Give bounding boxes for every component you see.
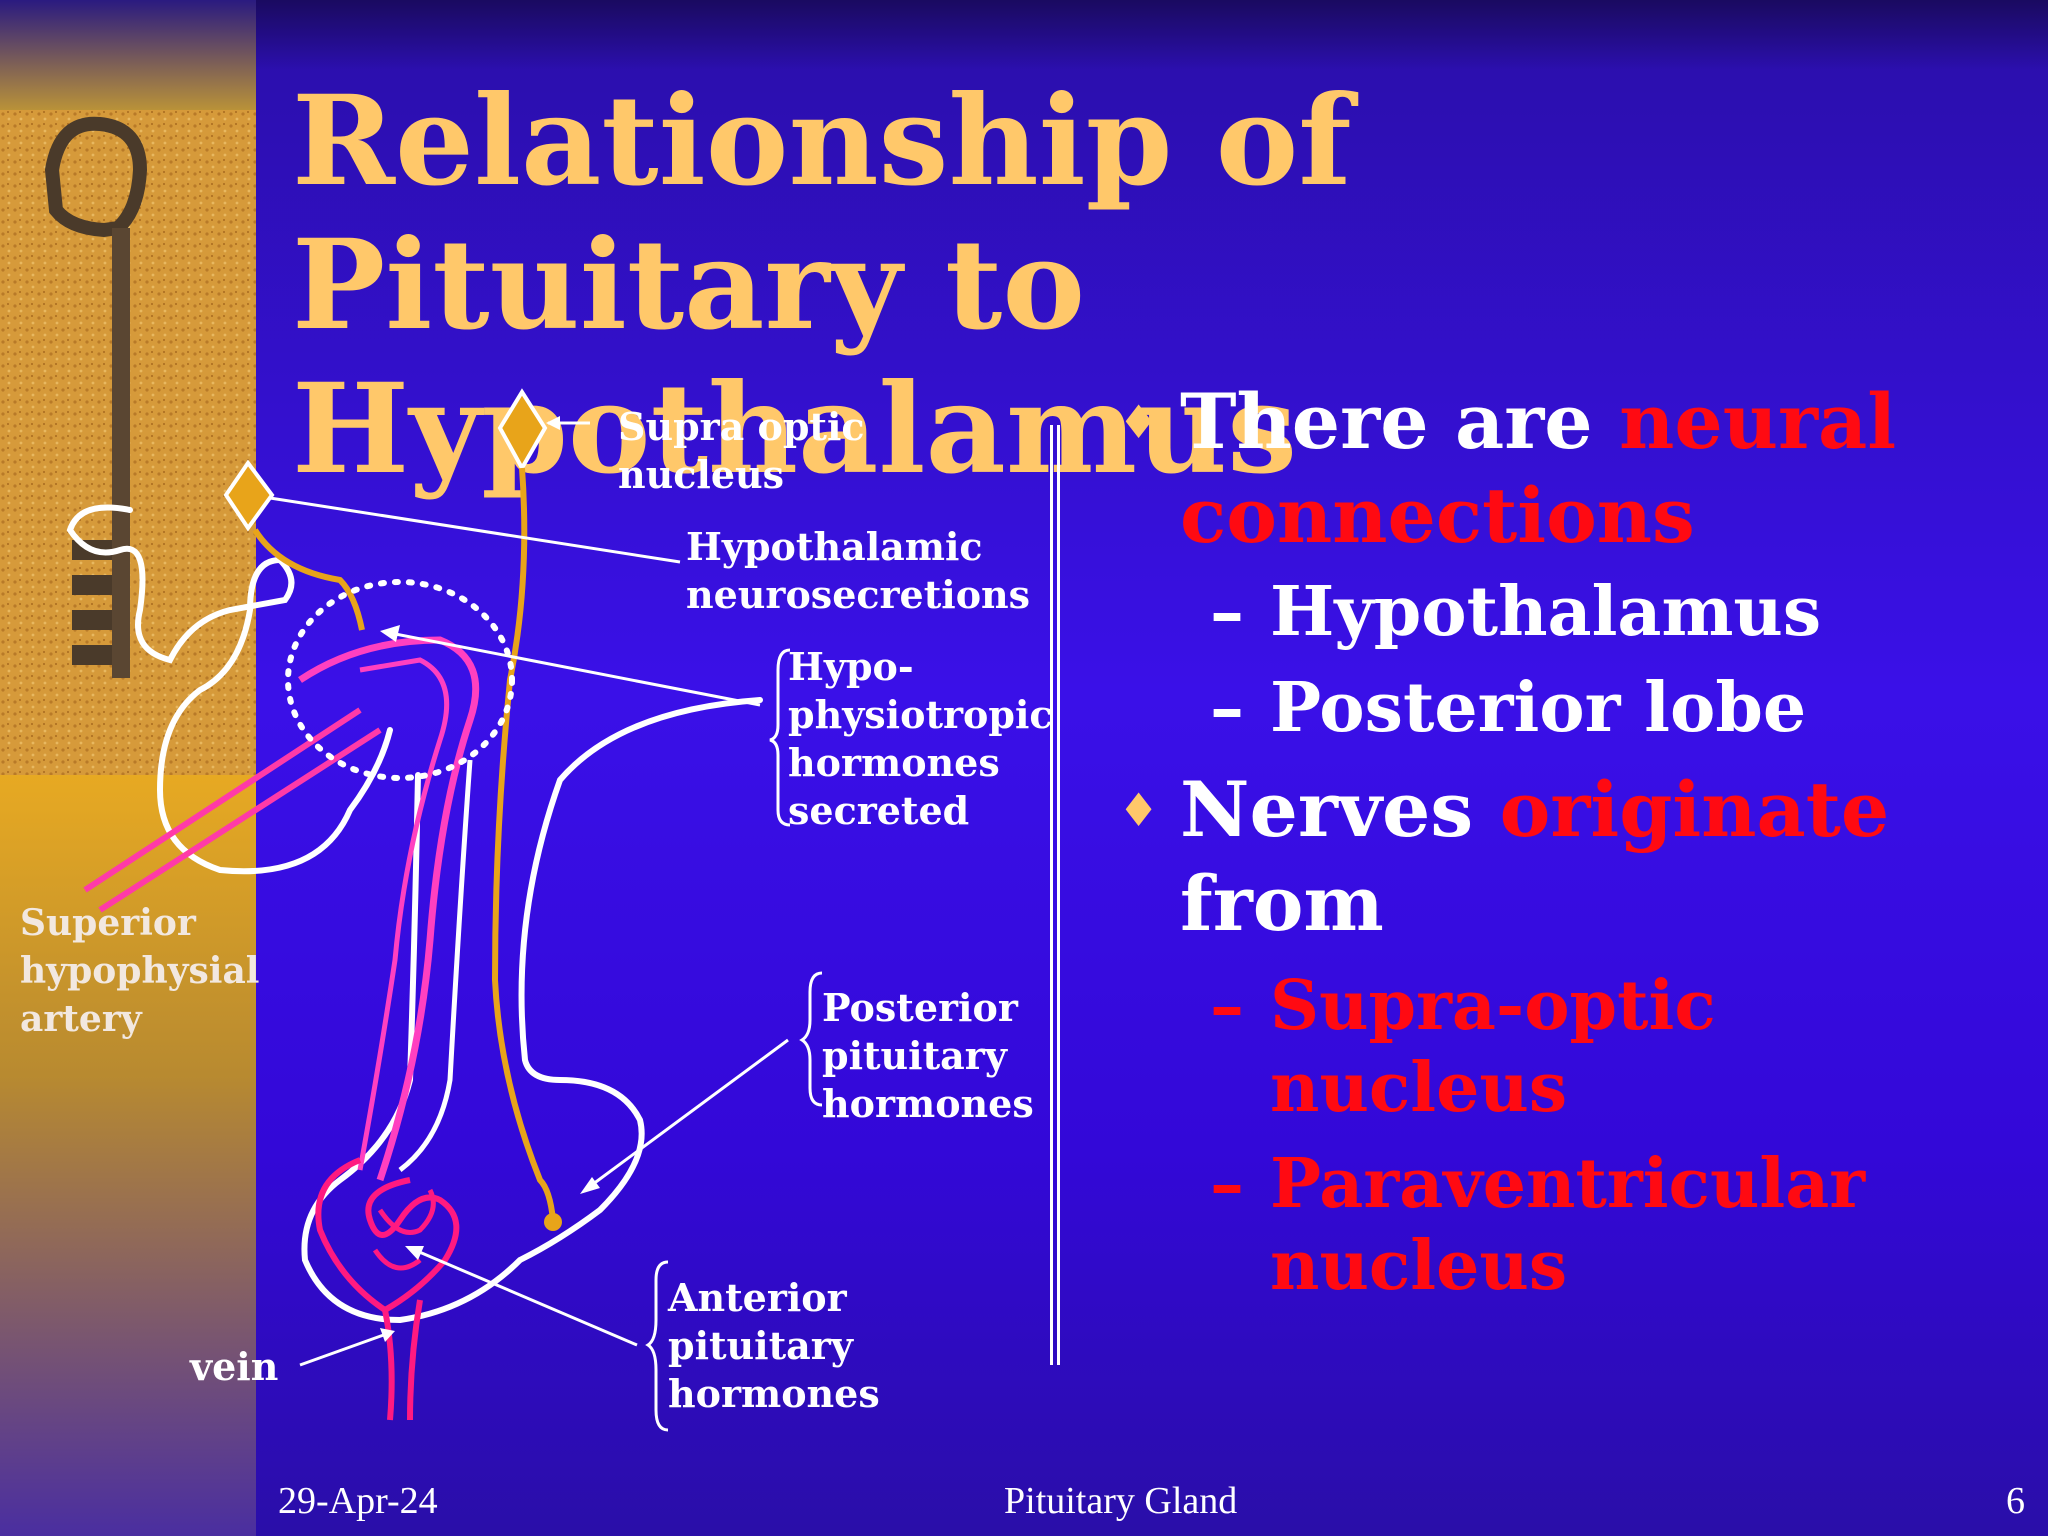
- pink-artery-2: [98, 727, 382, 913]
- pointer-hypothalamic: [269, 496, 681, 564]
- dash-marker: –: [1210, 966, 1244, 1046]
- pink-tract-1: [298, 636, 480, 1182]
- bullet-nerves-originate: ♦ Nerves originate from: [1110, 763, 2010, 951]
- diamond-bullet-icon: ♦: [1118, 783, 1160, 837]
- dotted-circle: [285, 579, 515, 781]
- label-hypophysiotropic-hormones: Hypo- physiotropic hormones secreted: [788, 644, 1053, 833]
- sub-bullet-text: Posterior lobe: [1270, 668, 1807, 748]
- brace-posterior: [799, 971, 823, 1107]
- paraventricular-diamond: [223, 459, 275, 532]
- bullet-text: Nerves: [1180, 765, 1500, 854]
- key-photo: [0, 110, 256, 775]
- slide-title: Relationship of Pituitary to Hypothalamu…: [292, 69, 1352, 502]
- anterior-lobe: [315, 1157, 460, 1314]
- label-supra-optic-nucleus: Supra optic nucleus: [618, 404, 865, 497]
- label-hypothalamic-neurosecretions: Hypothalamic neurosecretions: [686, 524, 1031, 617]
- bullet-text: There are: [1180, 377, 1620, 466]
- sub-bullet-text: Supra-optic nucleus: [1270, 966, 1716, 1128]
- sub-bullet-text: Paraventricular nucleus: [1270, 1144, 1866, 1306]
- label-posterior-pituitary-hormones: Posterior pituitary hormones: [822, 985, 1034, 1126]
- dash-marker: –: [1210, 1144, 1244, 1224]
- bullet-highlight: neural connections: [1180, 377, 1897, 560]
- arrowhead: [580, 1177, 600, 1194]
- pointer-posterior: [584, 1038, 789, 1192]
- arrowhead: [380, 1328, 395, 1342]
- pointer-hypophysiotropic: [384, 630, 761, 707]
- dash-marker: –: [1210, 668, 1244, 748]
- axon-terminal: [544, 1213, 562, 1231]
- pituitary-diagram: [66, 388, 823, 1432]
- hypothalamus-outline: [66, 504, 393, 875]
- vein-lines: [382, 1299, 423, 1421]
- sub-bullet-hypothalamus: –Hypothalamus: [1110, 571, 2010, 653]
- label-superior-hypophysial-artery: Superior hypophysial artery: [20, 902, 260, 1040]
- supra-optic-axon: [491, 467, 556, 1221]
- arrowhead: [546, 416, 560, 430]
- pointer-anterior: [409, 1246, 638, 1347]
- label-anterior-pituitary-hormones: Anterior pituitary hormones: [668, 1275, 880, 1416]
- footer-title: Pituitary Gland: [1004, 1480, 1238, 1522]
- supra-optic-diamond: [497, 388, 548, 473]
- bullet-highlight: originate: [1499, 765, 1890, 854]
- sub-bullet-paraventricular: –Paraventricular nucleus: [1110, 1143, 2010, 1307]
- anterior-lobe-inner: [372, 1188, 436, 1271]
- top-shade: [0, 0, 2048, 70]
- bullet-list: ♦There are neural connections –Hypothala…: [1110, 375, 2010, 1307]
- sub-bullet-posterior-lobe: –Posterior lobe: [1110, 667, 2010, 749]
- pointer-vein: [299, 1330, 393, 1367]
- footer-page-number: 6: [2006, 1480, 2025, 1522]
- brace-hypophysiotropic: [769, 648, 791, 827]
- brace-anterior: [645, 1260, 669, 1432]
- label-vein: vein: [190, 1344, 279, 1389]
- arrowhead: [405, 1246, 424, 1260]
- sub-bullet-supra-optic: –Supra-optic nucleus: [1110, 965, 2010, 1129]
- arrowhead: [380, 625, 400, 642]
- diamond-bullet-icon: ♦: [1118, 395, 1160, 449]
- bullet-neural-connections: ♦ There are neural connections: [1110, 375, 2010, 563]
- dash-marker: –: [1210, 572, 1244, 652]
- pink-tract-2: [357, 657, 450, 1171]
- sub-bullet-text: Hypothalamus: [1270, 572, 1822, 652]
- bullet-text-suffix: from: [1180, 859, 1384, 948]
- vertical-divider: [1050, 425, 1060, 1365]
- stalk-inner-left: [398, 759, 473, 1172]
- pink-artery-1: [83, 707, 362, 893]
- footer-date: 29-Apr-24: [278, 1480, 438, 1522]
- stalk-outline: [301, 697, 763, 1324]
- paraventricular-axon: [252, 528, 365, 631]
